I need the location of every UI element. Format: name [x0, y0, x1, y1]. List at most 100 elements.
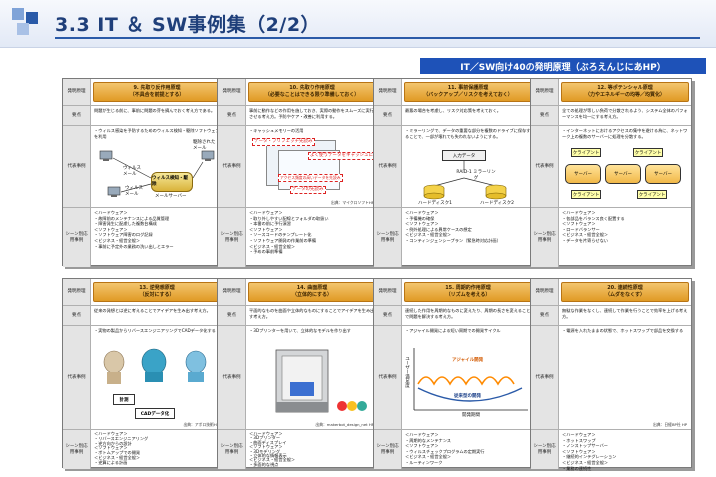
logo-squares-icon — [12, 8, 42, 38]
point-text: 無駄な作業をなくし、連続して作業を行うことで効率を上げる考え方。 — [562, 308, 688, 319]
client-box: クライアント — [571, 190, 601, 199]
panel-header: 11. 事前保護原理 （バックアップ／リスクを考えておく） — [404, 82, 532, 102]
principle-row: 発明原理 10. 先取り作用原理 （必要なことはできる限り準備しておく） — [218, 79, 378, 105]
scene-row: シーン別応用事例 ＜ハードウェア＞ ・周期的なメンテナンス ＜ソフトウェア＞ ・… — [374, 429, 534, 469]
server-box: サーバー — [645, 164, 681, 184]
scene-item: ・3Dモデリング — [249, 448, 281, 454]
cad-label-box: CADデータ化 — [135, 408, 175, 419]
point-label: 要点 — [218, 306, 246, 325]
scene-item: ＜ビジネス・経営全般＞ — [94, 454, 141, 460]
principle-label: 発明原理 — [63, 279, 91, 305]
server-label: ウィルス検知・駆除 — [152, 176, 188, 187]
scene-row: シーン別応用事例 ＜ハードウェア＞ ・リバースエンジニアリング ・逆方向からの設… — [63, 429, 223, 469]
scene-item: ・事前に予定外の業務の洗い出しとエラー — [94, 243, 174, 249]
scene-item: ・ソースコードのテンプレート化 — [249, 232, 312, 238]
scene-item: ・ボトムアップでの開発 — [94, 450, 141, 456]
scene-item: ＜ハードウェア＞ — [405, 210, 439, 215]
scene-item: ＜ビジネス・経営全般＞ — [562, 232, 609, 238]
computer-icon — [201, 150, 215, 161]
principle-row: 発明原理 12. 等ポテンシャル原理 （力やエネルギーの均等／均質化） — [531, 79, 691, 105]
agile-figure: アジャイル開発 従来型の開発 開発期間 ユーザー満足度 — [404, 344, 531, 427]
scene-item: ＜ソフトウェア＞ — [249, 226, 283, 232]
scene-list: ＜ハードウェア＞ ・各部品をバランス良く配置する ＜ソフトウェア＞ ・ロードバラ… — [562, 210, 688, 244]
example-text: ・ウィルス感染を予防するためのウィルス検知・駆除ソフトウェアを利用 — [94, 128, 220, 139]
scene-item: ・ウィルスチェックプログラムの定期実行 — [405, 448, 485, 454]
panel-header: 20. 連続性原理 （ムダをなくす） — [561, 282, 689, 302]
scene-item: ＜ソフトウェア＞ — [405, 443, 439, 449]
scene-item: ・ロードバランサー — [562, 226, 600, 232]
scene-item: ＜ビジネス・経営全般＞ — [562, 459, 609, 465]
point-text: 従来の発想とは逆に考えることでアイデアを生み出す考え方。 — [94, 308, 211, 313]
example-row: 代表事例 ・キャッシュメモリーの活用 データ・プリフェッチ先読み よく使うデータ… — [218, 125, 378, 207]
point-text: 事前に動作などの作用を施しておき、実際の動作をスムーズに実行させる考え方。予防や… — [249, 108, 374, 119]
point-row: 要点 連続した作用を周期的なものに変えたり、周期の長さを変えることで問題を解決す… — [374, 305, 534, 325]
measure-label-box: 計測 — [113, 394, 135, 405]
example-row: 代表事例 ・ウィルス感染を予防するためのウィルス検知・駆除ソフトウェアを利用 ウ… — [63, 125, 223, 207]
point-row: 要点 全ての処理が等しい負荷で分散されるよう、システム全体のパフォーマンスを均一… — [531, 105, 691, 125]
credit-label: 出典：マイクロソフトHP — [330, 200, 374, 205]
point-label: 要点 — [531, 306, 559, 325]
raid-label: RAID-1 ミラーリング — [456, 170, 496, 181]
scene-item: ＜ハードウェア＞ — [94, 210, 128, 215]
scene-label: シーン別応用事例 — [63, 430, 91, 469]
scene-row: シーン別応用事例 ＜ハードウェア＞ ・3Dプリンター ・曲面ディスプレイ ＜ソフ… — [218, 429, 378, 469]
scene-item: ・コンティンジェンシープラン（緊急時対応計画） — [405, 237, 501, 243]
header-title: 15. 周期的作用原理 — [445, 285, 491, 291]
scene-item: ・逆方向からの設計 — [94, 440, 132, 446]
scene-item: ・取り外しやすい配線とフォルダの取扱い — [249, 215, 329, 221]
header-subtitle: （ムダをなくす） — [604, 292, 645, 298]
computer-icon — [99, 150, 113, 161]
header-title: 13. 逆発想原理 — [139, 285, 175, 291]
scene-item: ・3Dプリンター — [249, 435, 281, 441]
principle-row: 発明原理 14. 曲面原理 （立体的にする） — [218, 279, 378, 305]
example-text: ・インターネットにおけるアクセスの集中を避ける為に、ネットワーク上の複数のサーバ… — [562, 128, 688, 139]
virus-server-box: ウィルス検知・駆除 — [151, 172, 193, 192]
example-row: 代表事例 ・インターネットにおけるアクセスの集中を避ける為に、ネットワーク上の複… — [531, 125, 691, 207]
scene-item: ・周期的なメンテナンス — [405, 437, 451, 443]
agile-chart — [413, 348, 528, 411]
waterfall-label: 従来型の開発 — [454, 394, 481, 399]
principle-row: 発明原理 9. 先取り反作用原理 （不具合を前提とする） — [63, 79, 223, 105]
header-title: 20. 連続性原理 — [607, 285, 643, 291]
scene-item: ・例外処理による異常ケースの想定 — [405, 226, 472, 232]
panel-principle-9: 発明原理 9. 先取り反作用原理 （不具合を前提とする） 要点 問題が生じる前に… — [62, 78, 224, 267]
example-row: 代表事例 ・ミラーリングで、データの重要な部分を複数のドライブに保存することで、… — [374, 125, 534, 207]
credit-label: 出典：日経BP社 HP — [652, 422, 687, 427]
x-axis-label: 開発期間 — [462, 413, 480, 418]
scene-item: ・予めの事前準備 — [249, 249, 283, 255]
scene-item: ＜ビジネス・経営全般＞ — [405, 454, 452, 460]
virus-mail-left-label: ウィルスメール — [123, 166, 141, 177]
header-title: 14. 曲面原理 — [296, 285, 328, 291]
virus-mail-right-label: 駆除されたメール — [193, 140, 216, 151]
server-box: サーバー — [605, 164, 641, 184]
scene-label: シーン別応用事例 — [531, 208, 559, 267]
load-balance-figure: クライアント クライアント サーバー サーバー サーバー クライアント クライア… — [561, 146, 688, 205]
header-title: 9. 先取り反作用原理 — [133, 85, 181, 91]
example-text: ・実物の製品からリバースエンジニアリングでCADデータ化する — [94, 328, 216, 333]
title-underline — [55, 37, 700, 39]
scene-label: シーン別応用事例 — [63, 208, 91, 267]
disk-icon — [423, 184, 445, 200]
point-text: 平面的なものを曲面や立体的なものにすることでアイデアを生み出す考え方。 — [249, 308, 375, 319]
point-row: 要点 問題が生じる前に、事前に問題の芽を摘んでおく考え方である。 — [63, 105, 223, 125]
example-label: 代表事例 — [63, 126, 91, 207]
panel-principle-11: 発明原理 11. 事前保護原理 （バックアップ／リスクを考えておく） 要点 最悪… — [373, 78, 535, 267]
scene-item: ・故障前のメンテナンスによる品質管理 — [94, 215, 170, 221]
scene-label: シーン別応用事例 — [531, 430, 559, 469]
sculpture-icon — [103, 350, 125, 384]
point-text: 連続した作用を周期的なものに変えたり、周期の長さを変えることで問題を解決する考え… — [405, 308, 531, 319]
header-subtitle: （力やエネルギーの均等／均質化） — [584, 92, 665, 98]
scene-row: シーン別応用事例 ＜ハードウェア＞ ・取り外しやすい配線とフォルダの取扱い ・本… — [218, 207, 378, 267]
scene-item: ・予備機の確保 — [405, 215, 435, 221]
readahead-label: データの先読み — [290, 186, 326, 194]
raid-arrows — [433, 161, 497, 187]
scene-item: ＜ソフトウェア＞ — [94, 226, 128, 232]
scene-item: ・曲面ディスプレイ — [249, 439, 287, 445]
input-data-box: 入力データ — [442, 150, 486, 161]
disk-icon — [485, 184, 507, 200]
client-box: クライアント — [571, 148, 601, 157]
header-title: 10. 先取り作用原理 — [289, 85, 335, 91]
panel-header: 12. 等ポテンシャル原理 （力やエネルギーの均等／均質化） — [561, 82, 689, 102]
scene-list: ＜ハードウェア＞ ・ホットスワップ ・ノンストップサーバー ＜ソフトウェア＞ ・… — [562, 432, 688, 471]
point-text: 全ての処理が等しい負荷で分散されるよう、システム全体のパフォーマンスを均一にする… — [562, 108, 688, 119]
